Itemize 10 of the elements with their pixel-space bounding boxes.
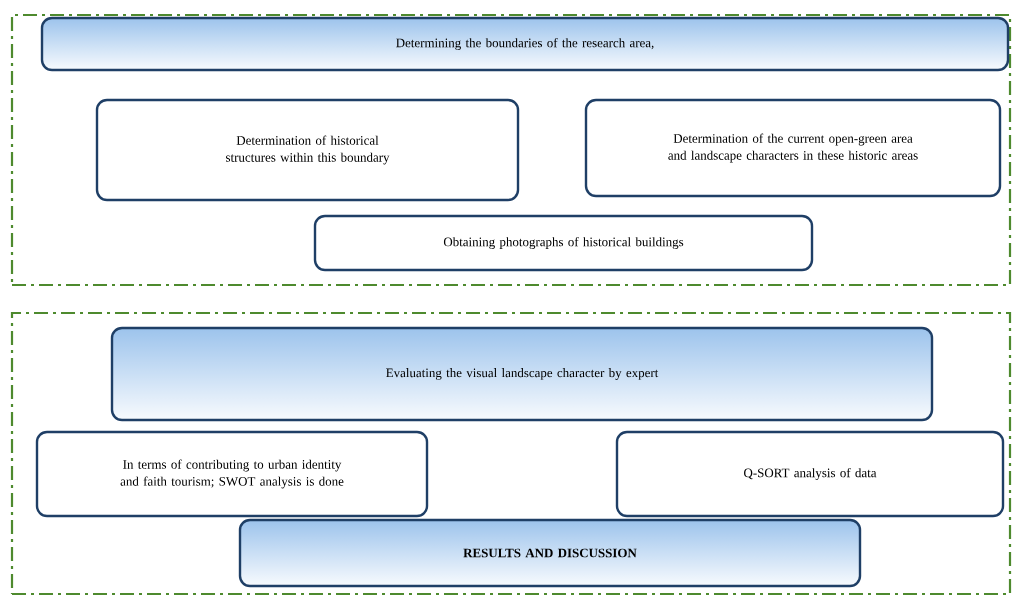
process-box: Evaluating the visual landscape character by expert [110,326,934,422]
group-frame [10,311,1012,596]
process-box: In terms of contributing to urban identity and faith tourism; SWOT analysis is done [35,430,429,518]
process-box: Determination of historical structures within this boundary [95,98,520,202]
group-frame [10,13,1012,287]
process-box: RESULTS AND DISCUSSION [238,518,862,588]
process-box: Determination of the current open-green area and landscape characters in these historic areas [584,98,1002,198]
process-box: Obtaining photographs of historical buildings [313,214,814,272]
process-box: Q-SORT analysis of data [615,430,1005,518]
process-box: Determining the boundaries of the research area, [40,16,1010,72]
